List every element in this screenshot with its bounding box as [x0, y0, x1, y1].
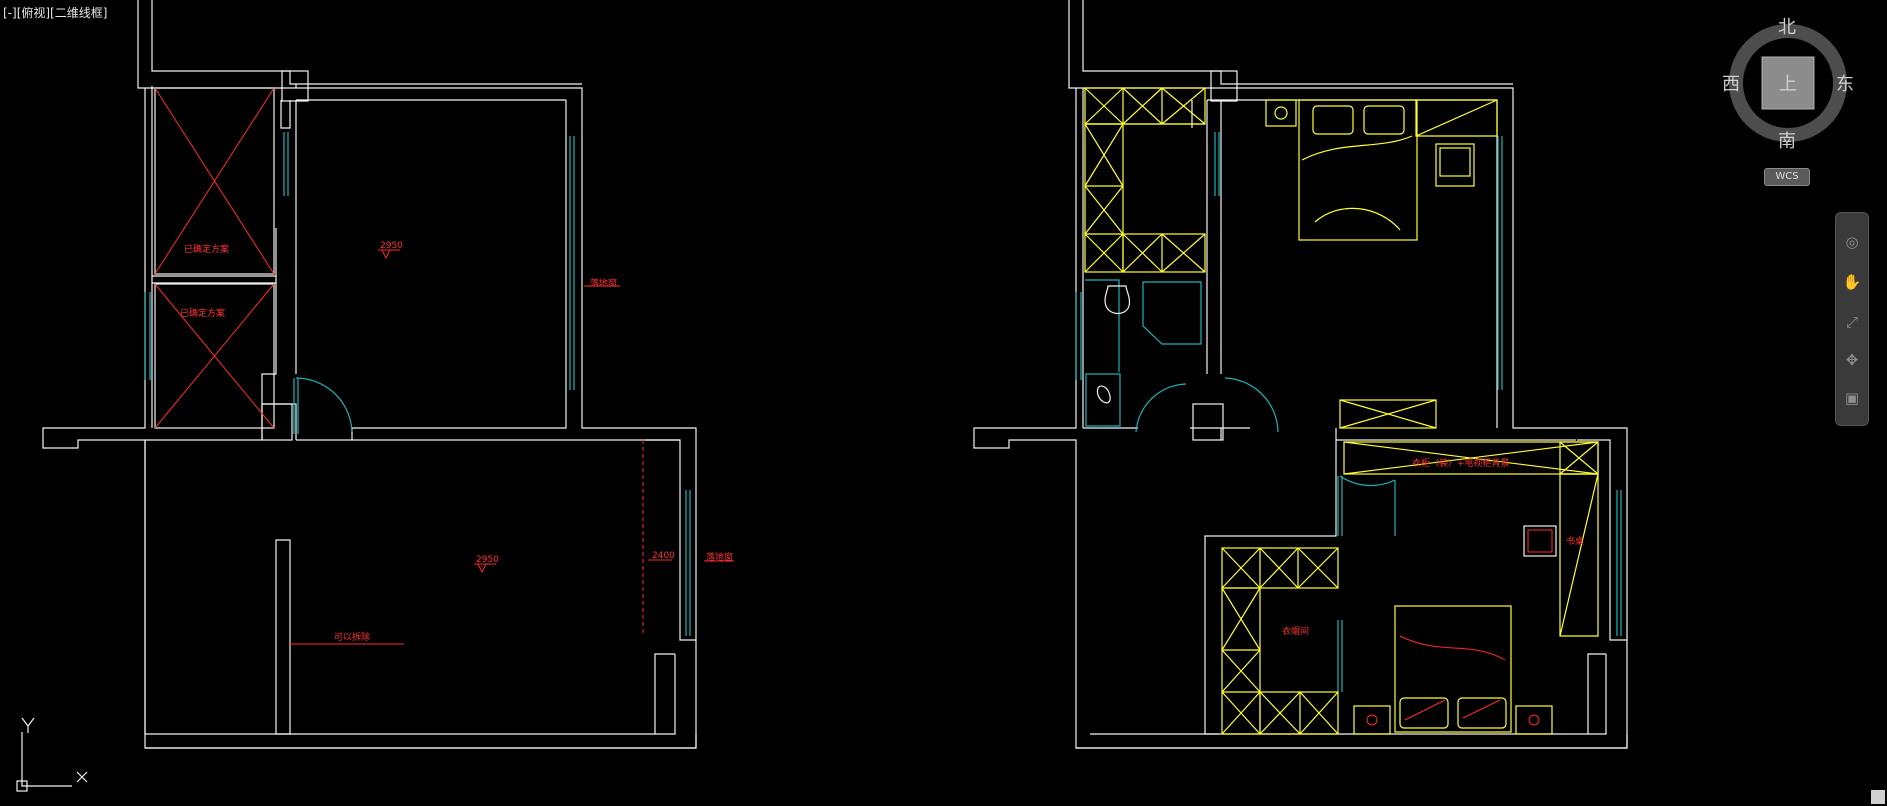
- compass-south[interactable]: 南: [1778, 131, 1796, 152]
- zoom-icon[interactable]: ⤢: [1845, 313, 1858, 331]
- left-partition: [275, 539, 291, 735]
- viewcube[interactable]: 上 北 南 西 东: [1722, 17, 1854, 152]
- shaft-lower-label: 已确定方案: [180, 307, 225, 319]
- window-upper-label: 落地窗: [590, 277, 617, 289]
- steering-wheel-icon[interactable]: ◎: [1845, 233, 1859, 251]
- compass-north[interactable]: 北: [1778, 17, 1796, 38]
- level-lower-label: 2950: [476, 555, 499, 565]
- cabinet-label: 书桌: [1566, 535, 1584, 547]
- wcs-menu-button[interactable]: WCS: [1764, 168, 1810, 186]
- ucs-icon: [16, 717, 88, 792]
- shaft-upper-x: [154, 87, 275, 275]
- orbit-icon[interactable]: ✥: [1845, 351, 1859, 369]
- pan-hand-icon[interactable]: ✋: [1842, 273, 1862, 291]
- wardrobe-top-label: 衣柜（装）+电视柜背景: [1412, 457, 1510, 469]
- compass-west[interactable]: 西: [1722, 74, 1740, 95]
- viewcube-compass-ring[interactable]: [1729, 24, 1847, 142]
- left-floor-plan: 已确定方案 已确定方案 2950 2950 落地窗 落地窗 2400 可以拆除: [42, 0, 734, 749]
- navigation-bar: ◎ ✋ ⤢ ✥ ▣: [1835, 212, 1869, 426]
- window-lower-label: 落地窗: [706, 551, 733, 563]
- dim-right-label: 2400: [652, 551, 675, 561]
- viewport-label[interactable]: [-][俯视][二维线框]: [3, 6, 108, 20]
- shaft-lower-x: [154, 283, 275, 429]
- viewcube-top-face[interactable]: [1761, 56, 1815, 110]
- right-floor-plan: 衣柜（装）+电视柜背景 衣帽间 书桌: [973, 0, 1628, 749]
- compass-east[interactable]: 东: [1836, 74, 1854, 95]
- level-upper-label: 2950: [380, 241, 403, 251]
- scrollbar-corner[interactable]: [1871, 790, 1885, 804]
- wardrobe-top: [1084, 87, 1206, 125]
- master-bed: [1298, 99, 1418, 241]
- viewcube-top-label: 上: [1779, 74, 1797, 95]
- cloakroom-label: 衣帽间: [1282, 625, 1309, 637]
- removable-wall-label: 可以拆除: [334, 631, 370, 643]
- shaft-upper-label: 已确定方案: [184, 243, 229, 255]
- second-bed: [1394, 605, 1512, 733]
- showmotion-icon[interactable]: ▣: [1844, 389, 1860, 407]
